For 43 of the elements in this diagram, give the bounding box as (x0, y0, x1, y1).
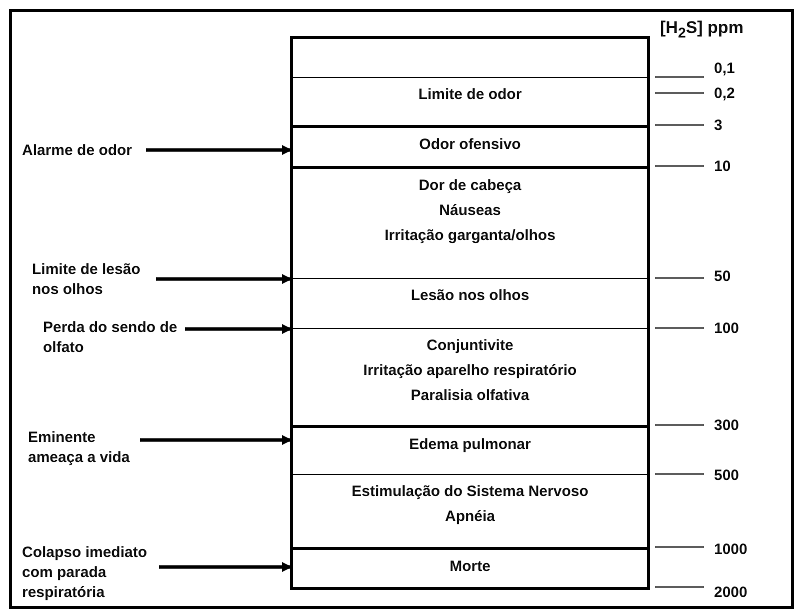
arrow (185, 324, 292, 334)
effect-text: Estimulação do Sistema Nervoso (350, 482, 590, 502)
effect-text: Conjuntivite (426, 336, 514, 356)
effect-band (290, 474, 650, 547)
effect-text: Dor de cabeça (418, 176, 522, 196)
effect-text: Irritação garganta/olhos (384, 226, 556, 246)
scale-value: 2000 (714, 584, 748, 601)
effect-text: Irritação aparelho respiratório (362, 361, 578, 381)
effect-text: Edema pulmonar (408, 435, 532, 455)
effect-label: Eminente ameaça a vida (28, 428, 138, 468)
effect-text: Limite de odor (417, 85, 523, 105)
scale-value: 100 (714, 320, 740, 337)
effect-band (290, 278, 650, 328)
scale-value: 1000 (714, 541, 748, 558)
effect-band (290, 425, 650, 474)
scale-value: 10 (714, 158, 731, 175)
effect-text: Paralisia olfativa (410, 386, 530, 406)
effect-text: Apnéia (444, 507, 496, 527)
effect-label: Colapso imediato com parada respiratória (22, 543, 157, 603)
effect-label: Alarme de odor (22, 141, 144, 161)
effect-band (290, 547, 650, 590)
scale-value: 500 (714, 467, 740, 484)
scale-value: 50 (714, 268, 731, 285)
effect-text: Morte (448, 557, 492, 577)
effect-band (290, 125, 650, 166)
axis-title: [H$_{2}$S] ppm (660, 18, 744, 42)
effect-text: Náuseas (438, 201, 502, 221)
arrow (156, 274, 292, 284)
effect-band (290, 77, 650, 125)
arrow (140, 435, 292, 445)
effect-label: Limite de lesão nos olhos (32, 260, 154, 300)
scale-value: 3 (714, 117, 722, 134)
effect-band (290, 166, 650, 278)
empty-band (290, 36, 650, 77)
arrow (159, 562, 292, 572)
scale-value: 0,2 (714, 85, 735, 102)
scale-value: 300 (714, 417, 740, 434)
effect-text: Odor ofensivo (418, 135, 522, 155)
effect-text: Lesão nos olhos (410, 286, 530, 306)
effect-band (290, 328, 650, 425)
scale-value: 0,1 (714, 60, 735, 77)
arrow (146, 145, 292, 155)
effect-label: Perda do sendo de olfato (43, 318, 183, 358)
